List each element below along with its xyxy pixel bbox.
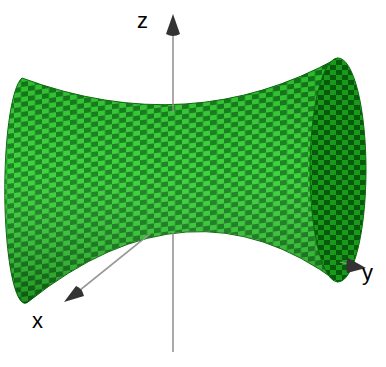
axis-label: z [137,10,148,32]
axis-label: x [32,310,43,332]
axis-label: y [362,262,373,284]
